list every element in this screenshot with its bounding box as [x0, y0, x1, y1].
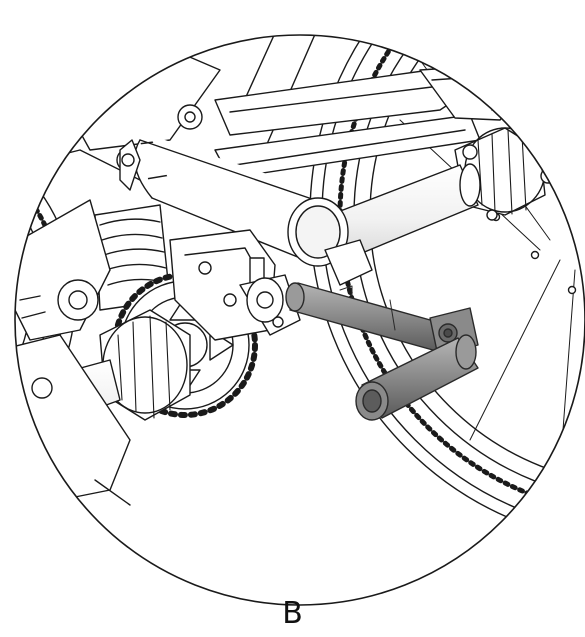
view-label: B: [282, 596, 303, 631]
detail-circle-outline: [14, 34, 585, 606]
pedal-mount: [239, 239, 373, 336]
highlighted-crank-pedal: [285, 282, 479, 421]
front-pedal: [99, 309, 191, 421]
lower-frame-arm: [15, 199, 111, 341]
lower-tube: [15, 334, 131, 506]
